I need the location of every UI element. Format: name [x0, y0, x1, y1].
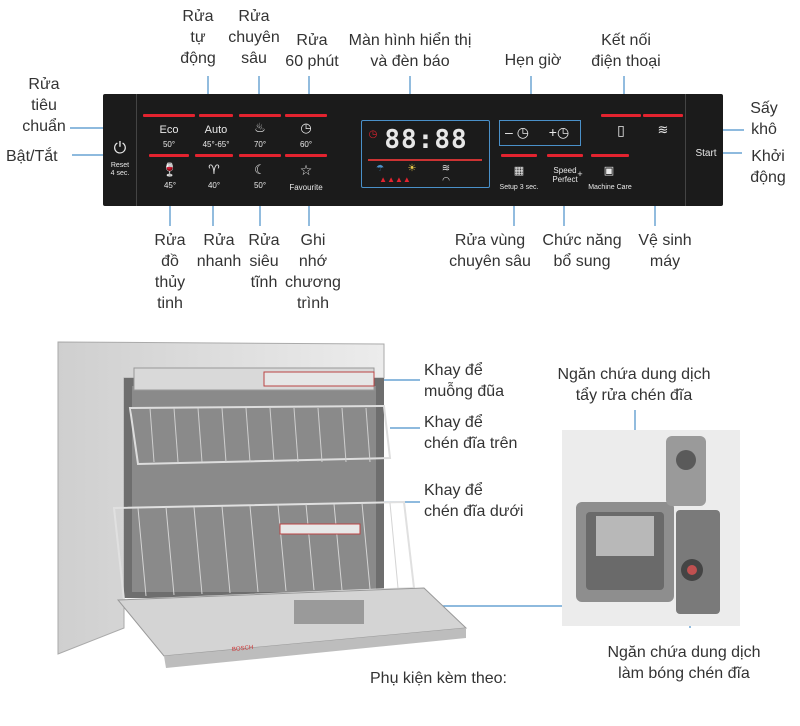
label-ve-sinh: Vệ sinh máy: [638, 232, 692, 270]
label-chuc-nang: Chức năng bổ sung: [542, 232, 622, 270]
wine-glass-icon[interactable]: ♈: [208, 162, 220, 177]
setup-icon[interactable]: ▦: [513, 165, 525, 177]
speed-plus: +: [577, 169, 583, 179]
glass-indicator: [149, 154, 189, 157]
connect-indicator: [601, 114, 641, 117]
label-ghi-nho: Ghi nhớ chương trình: [285, 232, 341, 312]
setup-indicator: [501, 154, 537, 157]
glass-icon[interactable]: 🍷: [161, 162, 179, 177]
power-icon[interactable]: ⏻: [113, 140, 127, 157]
eco-temp: 50°: [162, 140, 176, 149]
speed60-temp: 40°: [207, 181, 221, 190]
auto-indicator: [199, 114, 233, 117]
dry-indicator: [643, 114, 683, 117]
label-rua-tieu-chuan: Rửa tiêu chuẩn: [22, 76, 66, 135]
dishwasher-illustration: [57, 341, 468, 668]
label-rua-nhanh: Rửa nhanh: [196, 232, 242, 270]
wifi-icon: ◠: [442, 175, 450, 185]
control-panel: ⏻ Reset 4 sec. Eco 50° Auto 45°-65° ♨ 70…: [103, 94, 723, 206]
favourite-button[interactable]: Favourite: [289, 183, 323, 192]
timer-minus: –: [505, 124, 513, 140]
speed-perfect-button[interactable]: Speed Perfect: [552, 166, 578, 184]
label-rua-chuyen-sau: Rửa chuyên sâu: [228, 8, 280, 67]
label-say-kho: Sấy khô: [750, 100, 778, 138]
intensive-temp: 70°: [253, 140, 267, 149]
silence-temp: 50°: [253, 181, 267, 190]
display-digits: 88:88: [384, 125, 468, 155]
intensive-pot-icon[interactable]: ♨: [254, 120, 266, 135]
steam-icon: ≋: [441, 163, 451, 174]
label-rua-do-thuy-tinh: Rửa đồ thủy tinh: [154, 232, 186, 312]
label-ngan-tay-rua: Ngăn chứa dung dịch tẩy rửa chén đĩa: [557, 366, 711, 404]
shower-icon: ☂: [375, 163, 385, 173]
label-khay-tren: Khay để chén đĩa trên: [424, 414, 518, 452]
detergent-compartment-photo: [562, 430, 740, 626]
auto-temp: 45°-65°: [202, 140, 230, 149]
label-khay-duoi: Khay để chén đĩa dưới: [424, 482, 524, 520]
quick-temp: 60°: [299, 140, 313, 149]
panel-divider-right: [685, 94, 686, 206]
panel-divider-left: [136, 94, 137, 206]
eco-button[interactable]: Eco: [159, 124, 179, 136]
label-ngan-lam-bong: Ngăn chứa dung dịch làm bóng chén đĩa: [607, 644, 761, 682]
speed-indicator: [547, 154, 583, 157]
timer-plus: +: [548, 124, 557, 140]
quick-indicator: [285, 114, 327, 117]
phone-icon[interactable]: ▯: [617, 122, 625, 138]
timer-plus-button[interactable]: +◷: [548, 124, 570, 140]
reset-label: Reset 4 sec.: [110, 162, 130, 177]
label-rua-60-phut: Rửa 60 phút: [285, 32, 339, 70]
glass-temp: 45°: [163, 181, 177, 190]
label-man-hinh: Màn hình hiển thị và đèn báo: [348, 32, 472, 70]
sun-icon: ☀: [407, 163, 417, 174]
label-rua-sieu-tinh: Rửa siêu tĩnh: [248, 232, 280, 291]
progress-bar: [368, 159, 482, 161]
timer-box: [499, 120, 581, 146]
star-icon[interactable]: ☆: [299, 162, 313, 178]
machine-care-label: Machine Care: [588, 184, 632, 191]
silence-indicator: [239, 154, 281, 157]
label-hen-gio: Hẹn giờ: [504, 52, 562, 69]
start-button[interactable]: Start: [695, 148, 717, 159]
clock-icon: ◷: [368, 129, 378, 140]
label-khoi-dong: Khởi động: [750, 148, 786, 186]
timer-minus-button[interactable]: – ◷: [505, 124, 529, 140]
label-phu-kien: Phụ kiện kèm theo:: [370, 670, 507, 687]
favourite-indicator: [285, 154, 327, 157]
machinecare-indicator: [591, 154, 629, 157]
label-bat-tat: Bật/Tắt: [6, 148, 58, 165]
warning-icons: ▲▲▲▲: [379, 175, 411, 184]
speed60-indicator: [195, 154, 233, 157]
quick-60-icon[interactable]: ◷: [300, 120, 312, 135]
machine-care-icon[interactable]: ▣: [603, 165, 615, 177]
eco-indicator: [143, 114, 195, 117]
label-rua-tu-dong: Rửa tự động: [180, 8, 216, 67]
label-ket-noi: Kết nối điện thoại: [591, 32, 661, 70]
display-screen: ◷ 88:88 ☂ ☀ ≋ ▲▲▲▲ ◠: [361, 120, 490, 188]
intensive-indicator: [239, 114, 281, 117]
setup-label: Setup 3 sec.: [499, 184, 539, 191]
label-khay-muong: Khay để muỗng đũa: [424, 362, 505, 400]
silence-icon[interactable]: ☾: [254, 162, 266, 177]
label-rua-vung: Rửa vùng chuyên sâu: [449, 232, 531, 270]
auto-button[interactable]: Auto: [204, 124, 228, 136]
dry-steam-icon[interactable]: ≋: [657, 122, 669, 137]
